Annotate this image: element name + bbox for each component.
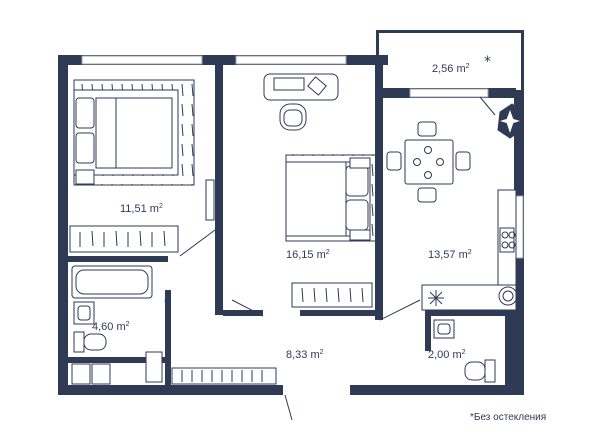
bed-bedroom [73,79,195,186]
wardrobe-living [291,282,373,308]
hall-wardrobe [171,367,277,385]
area-kitchen: 13,57 m2 [428,249,472,261]
storage-shelf [145,351,163,383]
bed-living [285,154,377,242]
stove-icon [501,231,516,249]
chair-icon [279,103,307,131]
dining-table [386,121,471,203]
wardrobe-hangers [79,230,166,247]
plant-icon [497,103,523,139]
kitchen-counter [421,189,517,311]
desk [263,73,339,101]
windows [81,55,524,259]
doors [164,96,496,421]
area-wc: 2,00 m2 [428,349,466,361]
wc-toilet-icon [464,359,496,383]
wardrobe-living-hangers [301,287,364,303]
fridge-icon [428,290,444,306]
area-bedroom: 11,51 m2 [120,203,163,215]
sink-icon [498,286,518,306]
footnote: *Без остекления [470,412,547,423]
wardrobe-bedroom [69,225,179,253]
balcony-note-mark: * [484,54,491,70]
toilet-icon [73,331,107,353]
wall-heater [205,179,215,221]
area-bathroom: 4,60 m2 [92,321,130,333]
area-living: 16,15 m2 [286,249,330,261]
washing-machine-icon [71,363,111,385]
wc-basin-icon [433,319,455,339]
bathtub-icon [71,265,153,299]
washbasin-icon [73,301,95,325]
area-hall: 8,33 m2 [286,349,324,361]
area-balcony: 2,56 m2 [432,63,470,75]
